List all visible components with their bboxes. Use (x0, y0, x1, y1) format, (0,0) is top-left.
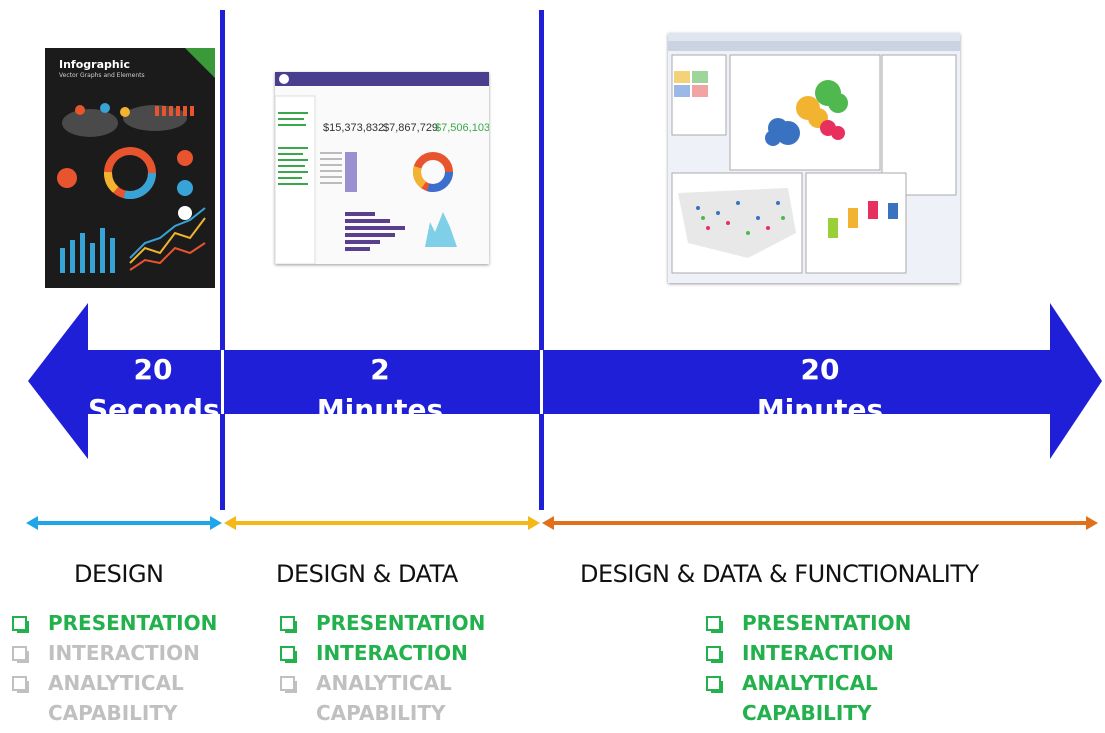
segment-3-unit: Minutes (756, 393, 884, 426)
checklist-item-label: INTERACTION (316, 641, 468, 665)
checkbox-icon (12, 676, 29, 693)
arrow-divider-gap-1 (221, 350, 224, 414)
stat-green: $7,506,103 (435, 122, 489, 134)
checklist-item: PRESENTATION (8, 608, 217, 638)
segment-2-label: 2 Minutes (300, 350, 460, 430)
checkbox-icon (706, 676, 723, 693)
checklist-item-label: PRESENTATION (742, 611, 912, 635)
checklist-item-label: PRESENTATION (316, 611, 486, 635)
checkbox-icon (280, 646, 297, 663)
checklist-item-label: INTERACTION (742, 641, 894, 665)
checklist-design-data-functionality: PRESENTATION INTERACTION ANALYTICAL CAPABIL… (702, 608, 911, 728)
checklist-item: INTERACTION (276, 638, 485, 668)
checklist-item-label: CAPABILITY (742, 701, 872, 725)
checkbox-icon (280, 616, 297, 633)
checkbox-icon (706, 616, 723, 633)
checklist-item-label: PRESENTATION (48, 611, 218, 635)
checkbox-icon (706, 646, 723, 663)
segment-1-unit: Seconds (88, 393, 220, 426)
range-design-data (224, 516, 540, 530)
infographic-title: Infographic (59, 58, 130, 71)
segment-2-number: 2 (370, 353, 390, 386)
heading-design-data-functionality: DESIGN & DATA & FUNCTIONALITY (580, 560, 979, 588)
range-full (542, 516, 1098, 530)
heading-design: DESIGN (74, 560, 164, 588)
infographic-thumbnail: Infographic Vector Graphs and Elements (45, 48, 215, 288)
checklist-item: INTERACTION (702, 638, 911, 668)
segment-1-label: 20 Seconds (88, 350, 220, 430)
checklist-design: PRESENTATION INTERACTION ANALYTICAL CAPABIL… (8, 608, 217, 728)
checklist-item: INTERACTION (8, 638, 217, 668)
checkbox-icon (12, 616, 29, 633)
checkbox-icon (12, 646, 29, 663)
divider-2 (539, 10, 544, 510)
checklist-item: ANALYTICAL CAPABILITY (276, 668, 485, 728)
checklist-item: ANALYTICAL CAPABILITY (8, 668, 217, 728)
checklist-item-label: CAPABILITY (48, 701, 178, 725)
checklist-item-label: ANALYTICAL (742, 671, 878, 695)
stat-total: $15,373,832 (323, 122, 385, 134)
checklist-item-label: ANALYTICAL (48, 671, 184, 695)
analytics-graphics (668, 33, 960, 274)
checklist-item-label: CAPABILITY (316, 701, 446, 725)
checklist-item: PRESENTATION (276, 608, 485, 638)
segment-3-number: 20 (800, 353, 840, 386)
arrow-divider-gap-2 (540, 350, 543, 414)
checklist-item: PRESENTATION (702, 608, 911, 638)
checklist-item: ANALYTICAL CAPABILITY (702, 668, 911, 728)
checklist-item-label: INTERACTION (48, 641, 200, 665)
infographic-graphics (57, 48, 215, 273)
heading-design-data: DESIGN & DATA (276, 560, 458, 588)
range-design (26, 516, 222, 530)
stat-mid: $7,867,729 (383, 122, 439, 134)
checklist-design-data: PRESENTATION INTERACTION ANALYTICAL CAPABIL… (276, 608, 485, 728)
segment-1-number: 20 (133, 353, 173, 386)
range-arrows (26, 516, 1098, 530)
infographic-subtitle: Vector Graphs and Elements (59, 72, 145, 79)
divider-1 (220, 10, 225, 510)
segment-2-unit: Minutes (316, 393, 444, 426)
checklist-item-label: ANALYTICAL (316, 671, 452, 695)
dashboard-thumbnail: $15,373,832 $7,867,729 $7,506,103 (275, 72, 489, 264)
segment-3-label: 20 Minutes (740, 350, 900, 430)
analytics-app-thumbnail (668, 33, 960, 283)
dashboard-graphics (275, 72, 489, 264)
checkbox-icon (280, 676, 297, 693)
